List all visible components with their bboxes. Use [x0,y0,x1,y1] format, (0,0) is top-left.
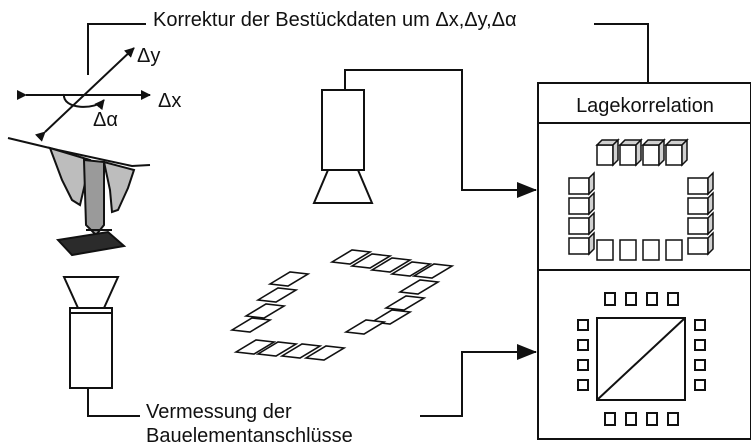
measurement-line [87,388,140,417]
delta-alpha-label: Δα [93,109,118,131]
feedback-line [87,23,649,83]
downward-camera-icon [312,89,374,204]
delta-axes-icon [17,47,151,142]
correction-label: Korrektur der Bestückdaten um Δx,Δy,Δα [150,10,520,30]
camera-arrow [344,69,537,198]
solder-pad-pattern-icon [229,249,455,361]
panel-title: Lagekorrelation [576,95,714,117]
gripper-nozzle-icon [7,137,151,257]
measurement-label-line1: Vermessung der [146,401,292,423]
pad-correlation-icon [568,138,714,261]
pad-arrow [420,344,537,417]
delta-x-label: Δx [158,90,182,112]
upward-camera-icon [62,276,120,389]
component-leads-icon [577,292,706,426]
measurement-label-line2: Bauelementanschlüsse [146,425,353,447]
delta-y-label: Δy [137,45,161,67]
